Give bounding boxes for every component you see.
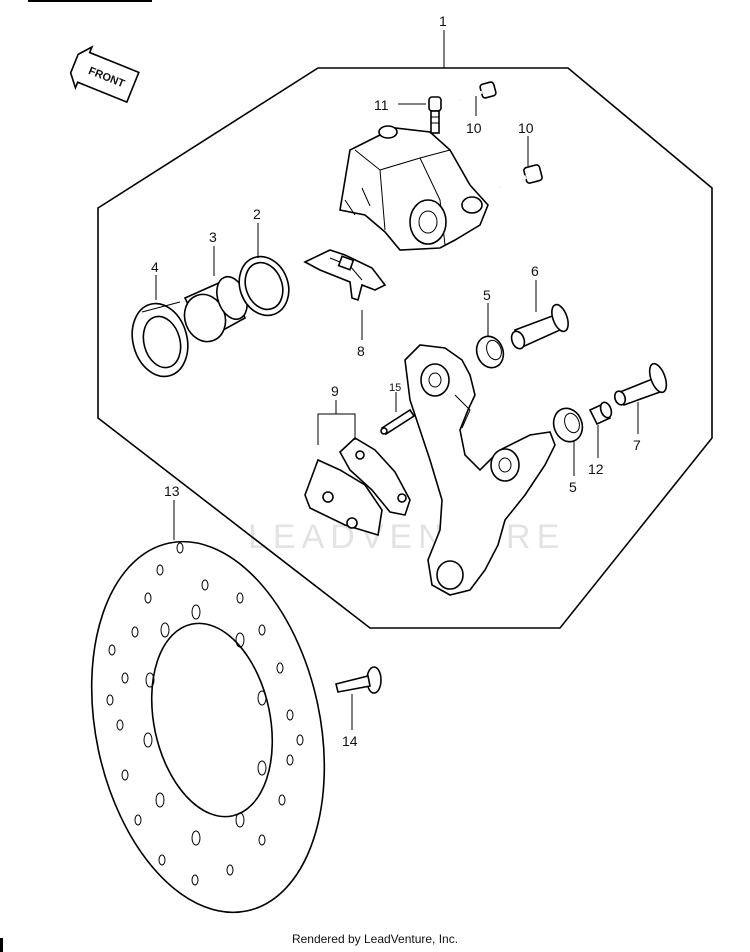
- caliper-body: [339, 125, 489, 251]
- disc-holes: [106, 542, 304, 886]
- pin-6: [510, 303, 569, 350]
- callout-13: 13: [164, 483, 180, 499]
- callout-5-lower: 5: [569, 479, 577, 495]
- caliper-bracket: [404, 344, 556, 596]
- clip-15: [380, 408, 416, 436]
- brake-pads: [304, 437, 411, 537]
- bleeder-valve: [428, 96, 442, 134]
- callout-15: 15: [389, 382, 401, 394]
- callout-6: 6: [531, 263, 539, 279]
- corner-mark: [0, 938, 3, 952]
- pad-spring: [303, 249, 387, 302]
- bolt-10-right: [499, 164, 543, 189]
- callout-14: 14: [342, 733, 358, 749]
- piston-seal: [131, 301, 189, 378]
- bolt-10-top: [459, 81, 497, 102]
- watermark: LEADVENTURE: [248, 518, 565, 556]
- bushing-12: [588, 401, 613, 426]
- callout-8: 8: [357, 343, 365, 359]
- callout-9: 9: [331, 383, 339, 399]
- callout-1: 1: [439, 13, 447, 29]
- callout-3: 3: [209, 229, 217, 245]
- brake-disc: [90, 540, 326, 914]
- bolt-14: [335, 666, 382, 694]
- callout-2: 2: [253, 206, 261, 222]
- callout-7: 7: [633, 437, 641, 453]
- boot-upper: [475, 335, 505, 369]
- callout-10-top: 10: [466, 120, 482, 136]
- callout-5-upper: 5: [483, 287, 491, 303]
- leader-lines: [155, 30, 639, 730]
- boot-lower: [552, 407, 584, 443]
- footer-credit: Rendered by LeadVenture, Inc.: [291, 932, 459, 946]
- piston: [183, 275, 248, 343]
- callout-11: 11: [374, 97, 389, 113]
- callout-4: 4: [151, 259, 159, 275]
- dust-seal: [238, 255, 290, 317]
- front-arrow-icon: [69, 45, 140, 104]
- callout-12: 12: [588, 461, 604, 477]
- assembly-frame: [97, 67, 713, 629]
- top-rule: [28, 0, 152, 2]
- pin-7: [613, 362, 668, 407]
- callout-10-right: 10: [518, 120, 534, 136]
